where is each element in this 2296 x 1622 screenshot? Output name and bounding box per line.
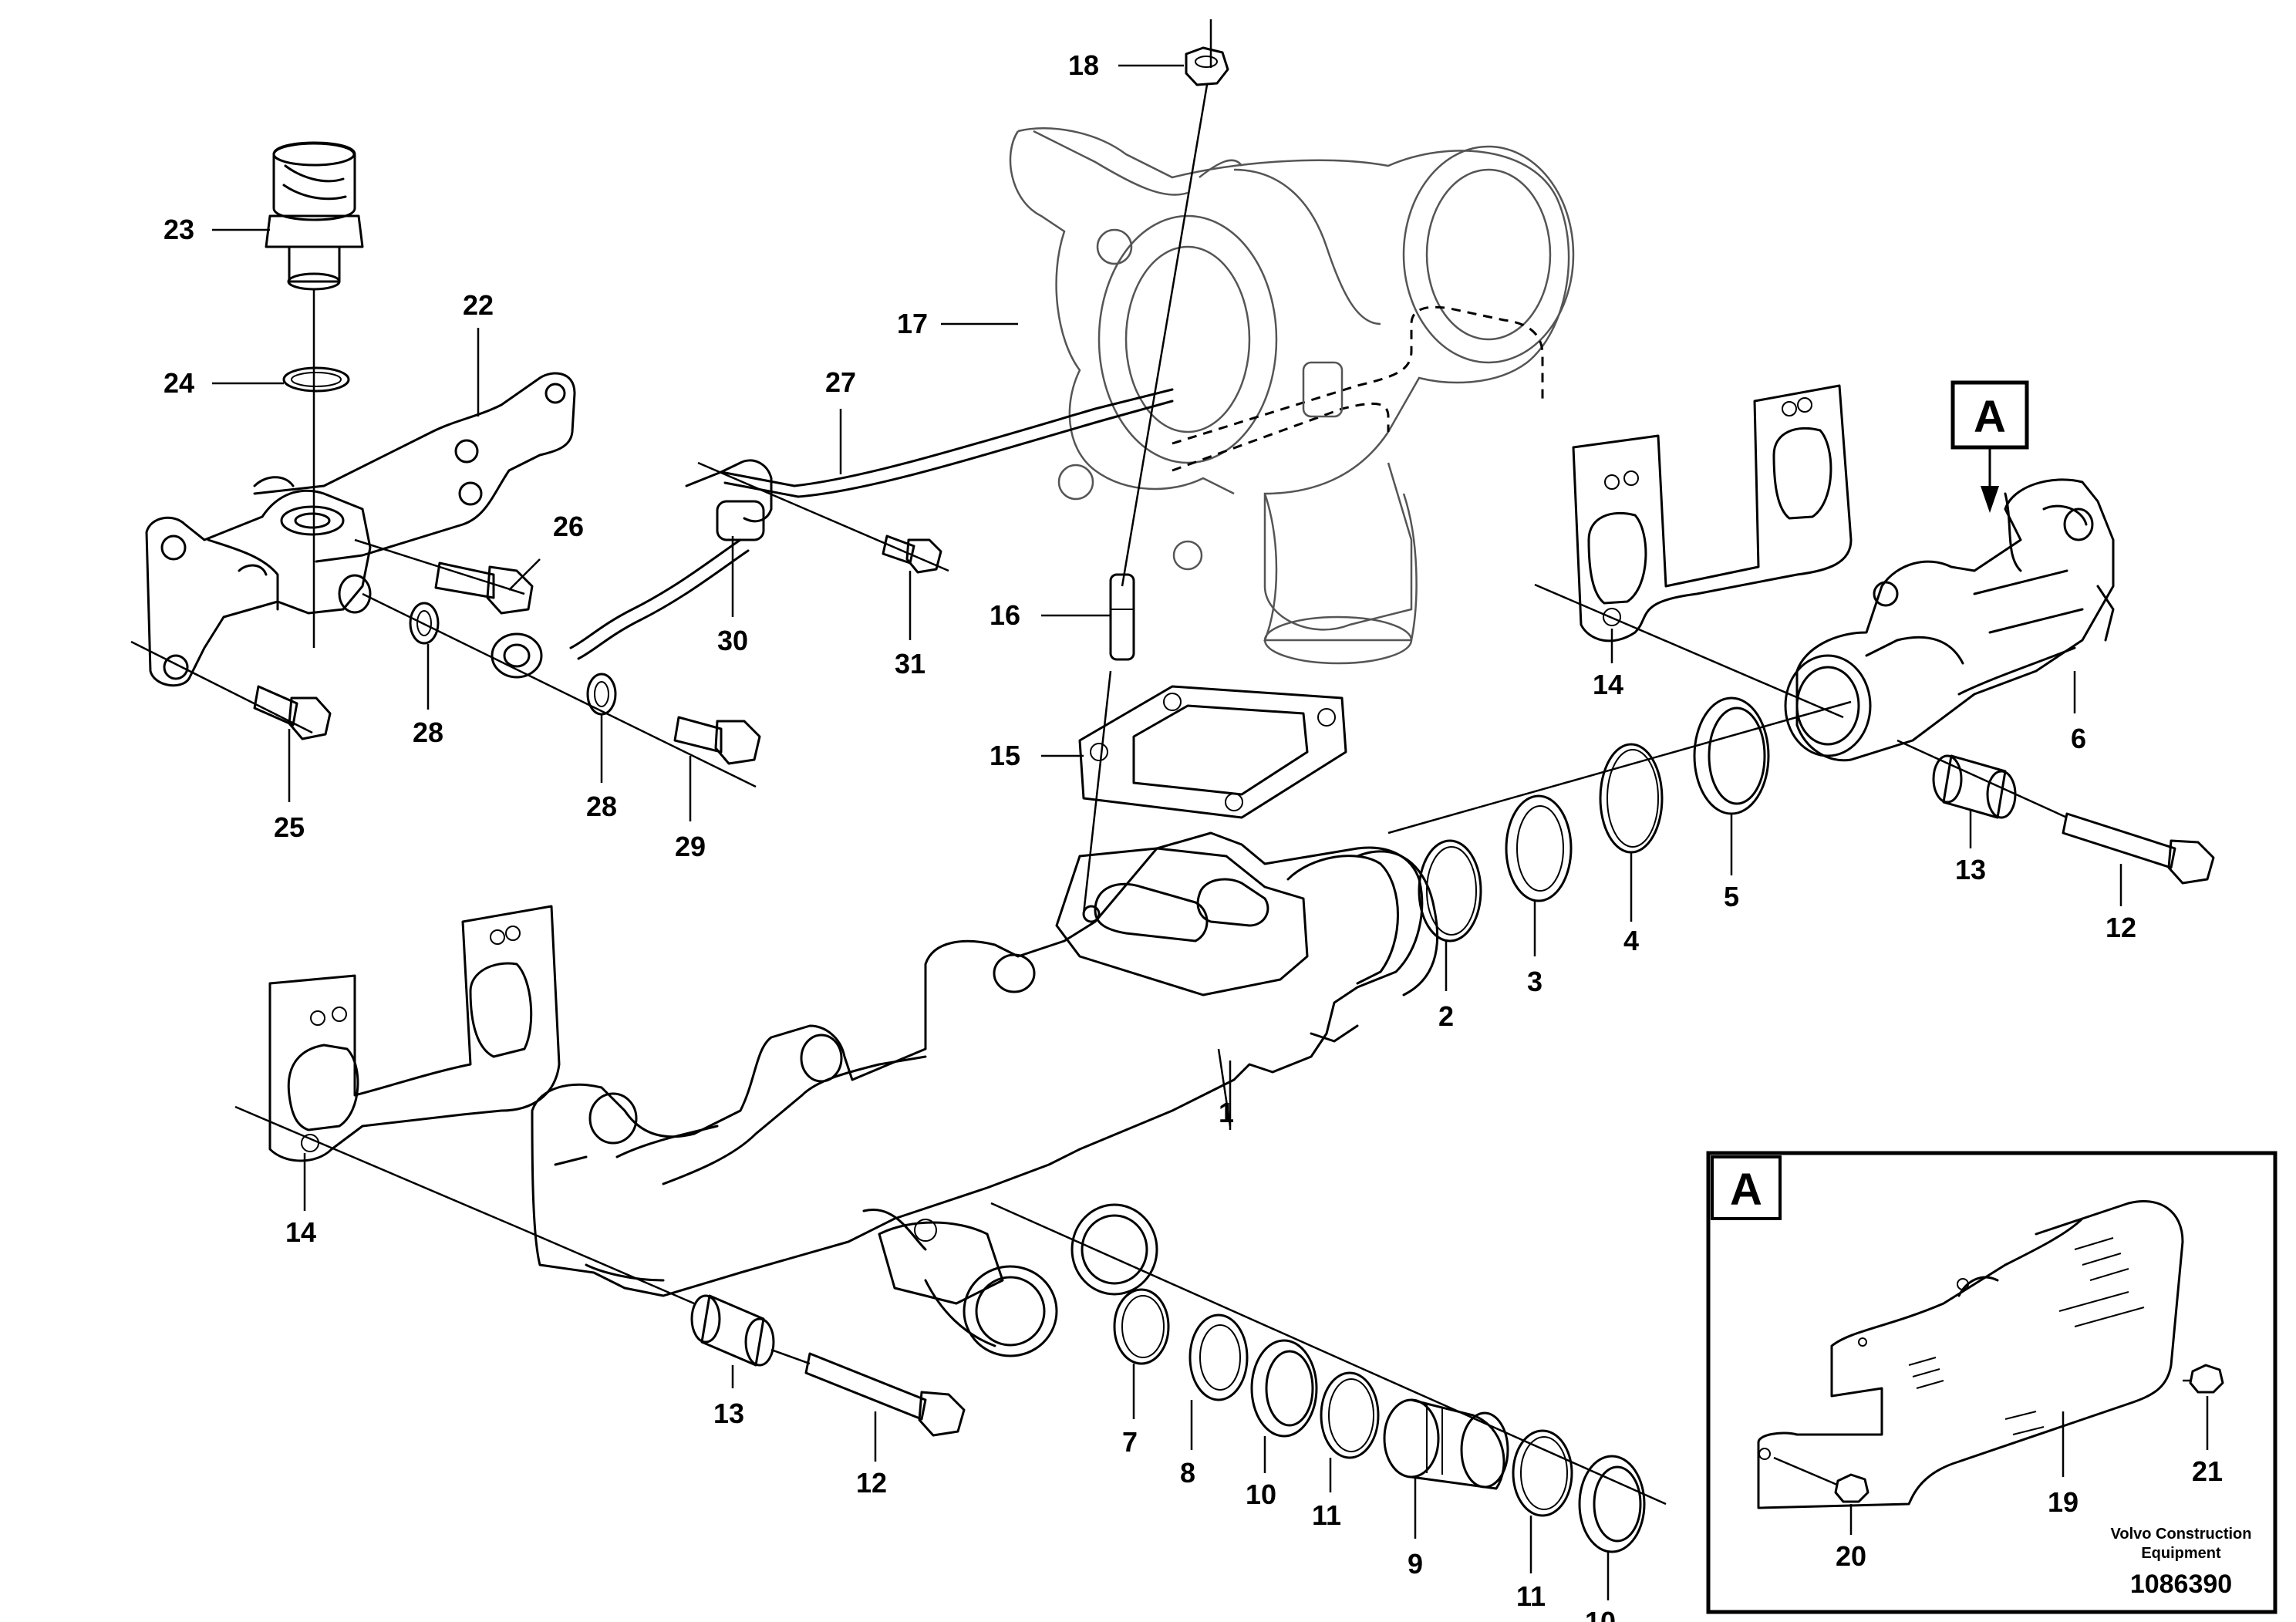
ring-axis-lower (990, 1202, 1667, 1506)
callout-14-right: 14 (1593, 669, 1623, 700)
callout-2: 2 (1438, 1000, 1454, 1032)
ring-11-b (1512, 1429, 1573, 1517)
callout-7: 7 (1122, 1426, 1138, 1458)
callout-5: 5 (1724, 881, 1739, 912)
callout-23: 23 (164, 214, 194, 245)
footer: Volvo Construction Equipment 1086390 (2111, 1526, 2252, 1599)
turbocharger (1009, 127, 1575, 665)
ring-10-a (1250, 1339, 1318, 1438)
callout-3: 3 (1527, 966, 1542, 997)
callout-4: 4 (1623, 925, 1639, 956)
callout-30: 30 (717, 625, 748, 656)
callout-31: 31 (895, 648, 925, 679)
bracket (253, 372, 576, 563)
callout-20: 20 (1836, 1540, 1866, 1572)
callout-10-b: 10 (1585, 1606, 1616, 1622)
ring-axis-upper (1387, 700, 1852, 835)
bolt-26 (434, 561, 534, 615)
document-number: 1086390 (2130, 1570, 2232, 1599)
ring-5 (1693, 696, 1770, 815)
ring-3 (1505, 794, 1573, 902)
stud (1109, 573, 1135, 661)
callout-24: 24 (164, 367, 194, 399)
leader-1-stub (1217, 1048, 1232, 1127)
brand-line-2: Equipment (2141, 1545, 2221, 1562)
washer-28-a (409, 602, 440, 645)
callout-28-a: 28 (413, 717, 443, 748)
ring-7 (1113, 1288, 1170, 1365)
callout-10-a: 10 (1246, 1479, 1276, 1510)
stud-axis-lower (1082, 670, 1112, 915)
bolt-25 (253, 685, 332, 740)
spacer-13-left (690, 1294, 775, 1367)
brand-line-1: Volvo Construction (2111, 1526, 2252, 1543)
callout-12-left: 12 (856, 1467, 887, 1499)
callout-12-right: 12 (2106, 912, 2136, 943)
callout-11-b: 11 (1516, 1580, 1546, 1612)
heat-shield (1757, 1199, 2184, 1509)
banjo-bolt-axis (362, 592, 757, 788)
gasket-left-bolt-axis (234, 1105, 525, 1232)
callout-13-right: 13 (1955, 854, 1986, 885)
slip-joint-9 (1383, 1398, 1509, 1490)
callout-8: 8 (1180, 1457, 1195, 1489)
callout-11-a: 11 (1312, 1499, 1341, 1531)
oil-pipe (491, 388, 1174, 679)
ring-10-b (1578, 1455, 1646, 1553)
callout-22: 22 (463, 289, 494, 321)
callout-6: 6 (2071, 723, 2086, 754)
banjo-bolt-29 (673, 716, 761, 765)
bolt-31 (882, 534, 942, 574)
manifold-gasket-left (268, 905, 561, 1162)
callout-17: 17 (897, 308, 928, 339)
ring-2 (1418, 839, 1482, 943)
callout-15: 15 (990, 740, 1020, 771)
callout-25: 25 (274, 811, 305, 843)
callout-21: 21 (2192, 1455, 2223, 1487)
callout-13-left: 13 (713, 1398, 744, 1429)
bolt-12-left (804, 1352, 966, 1437)
washer-28-b (586, 673, 617, 716)
detail-view-a: A (1706, 1151, 2277, 1614)
o-ring-sensor-inner (291, 372, 342, 387)
bolt-12-right (2062, 812, 2215, 885)
bolt-20 (1834, 1473, 1870, 1503)
o-ring-sensor (282, 366, 350, 393)
spacer-13-right (1932, 754, 2017, 819)
stud-axis (1121, 84, 1209, 587)
bolt-axis-right (1896, 739, 2068, 819)
bolt-axis-left (770, 1348, 811, 1365)
turbo-gasket (1078, 685, 1347, 819)
ring-11-a (1320, 1371, 1380, 1459)
callout-28-b: 28 (586, 791, 617, 822)
callout-labels: 1 2 3 4 5 6 7 8 9 10 10 11 11 12 12 13 1… (164, 49, 2223, 1622)
view-a-marker: A (1950, 380, 2029, 513)
nut (1185, 46, 1229, 86)
callout-16: 16 (990, 599, 1020, 631)
callout-27: 27 (825, 366, 856, 398)
bolt-21 (2189, 1364, 2224, 1394)
exhaust-manifold-main (531, 831, 1439, 1357)
callout-19: 19 (2048, 1486, 2079, 1518)
exhaust-manifold-rear (1784, 478, 2115, 762)
gasket-left-bolt-axis-2 (524, 1229, 695, 1305)
callout-14-left: 14 (285, 1216, 316, 1248)
callout-29: 29 (675, 831, 706, 862)
oil-distribution-block (145, 476, 372, 687)
ring-4 (1599, 743, 1664, 854)
gasket-right-bolt-axis (1534, 583, 1844, 719)
view-a-letter: A (1974, 392, 2006, 442)
callout-9: 9 (1408, 1548, 1423, 1580)
pressure-sensor (265, 141, 364, 291)
callout-18: 18 (1068, 49, 1099, 81)
callout-leaders (212, 64, 2122, 1600)
manifold-gasket-right (1572, 384, 1853, 642)
callout-26: 26 (553, 511, 584, 542)
flange-bolt-axis (130, 640, 313, 734)
ring-8 (1188, 1313, 1249, 1401)
detail-view-letter: A (1730, 1165, 1762, 1215)
callout-1: 1 (1219, 1097, 1234, 1128)
